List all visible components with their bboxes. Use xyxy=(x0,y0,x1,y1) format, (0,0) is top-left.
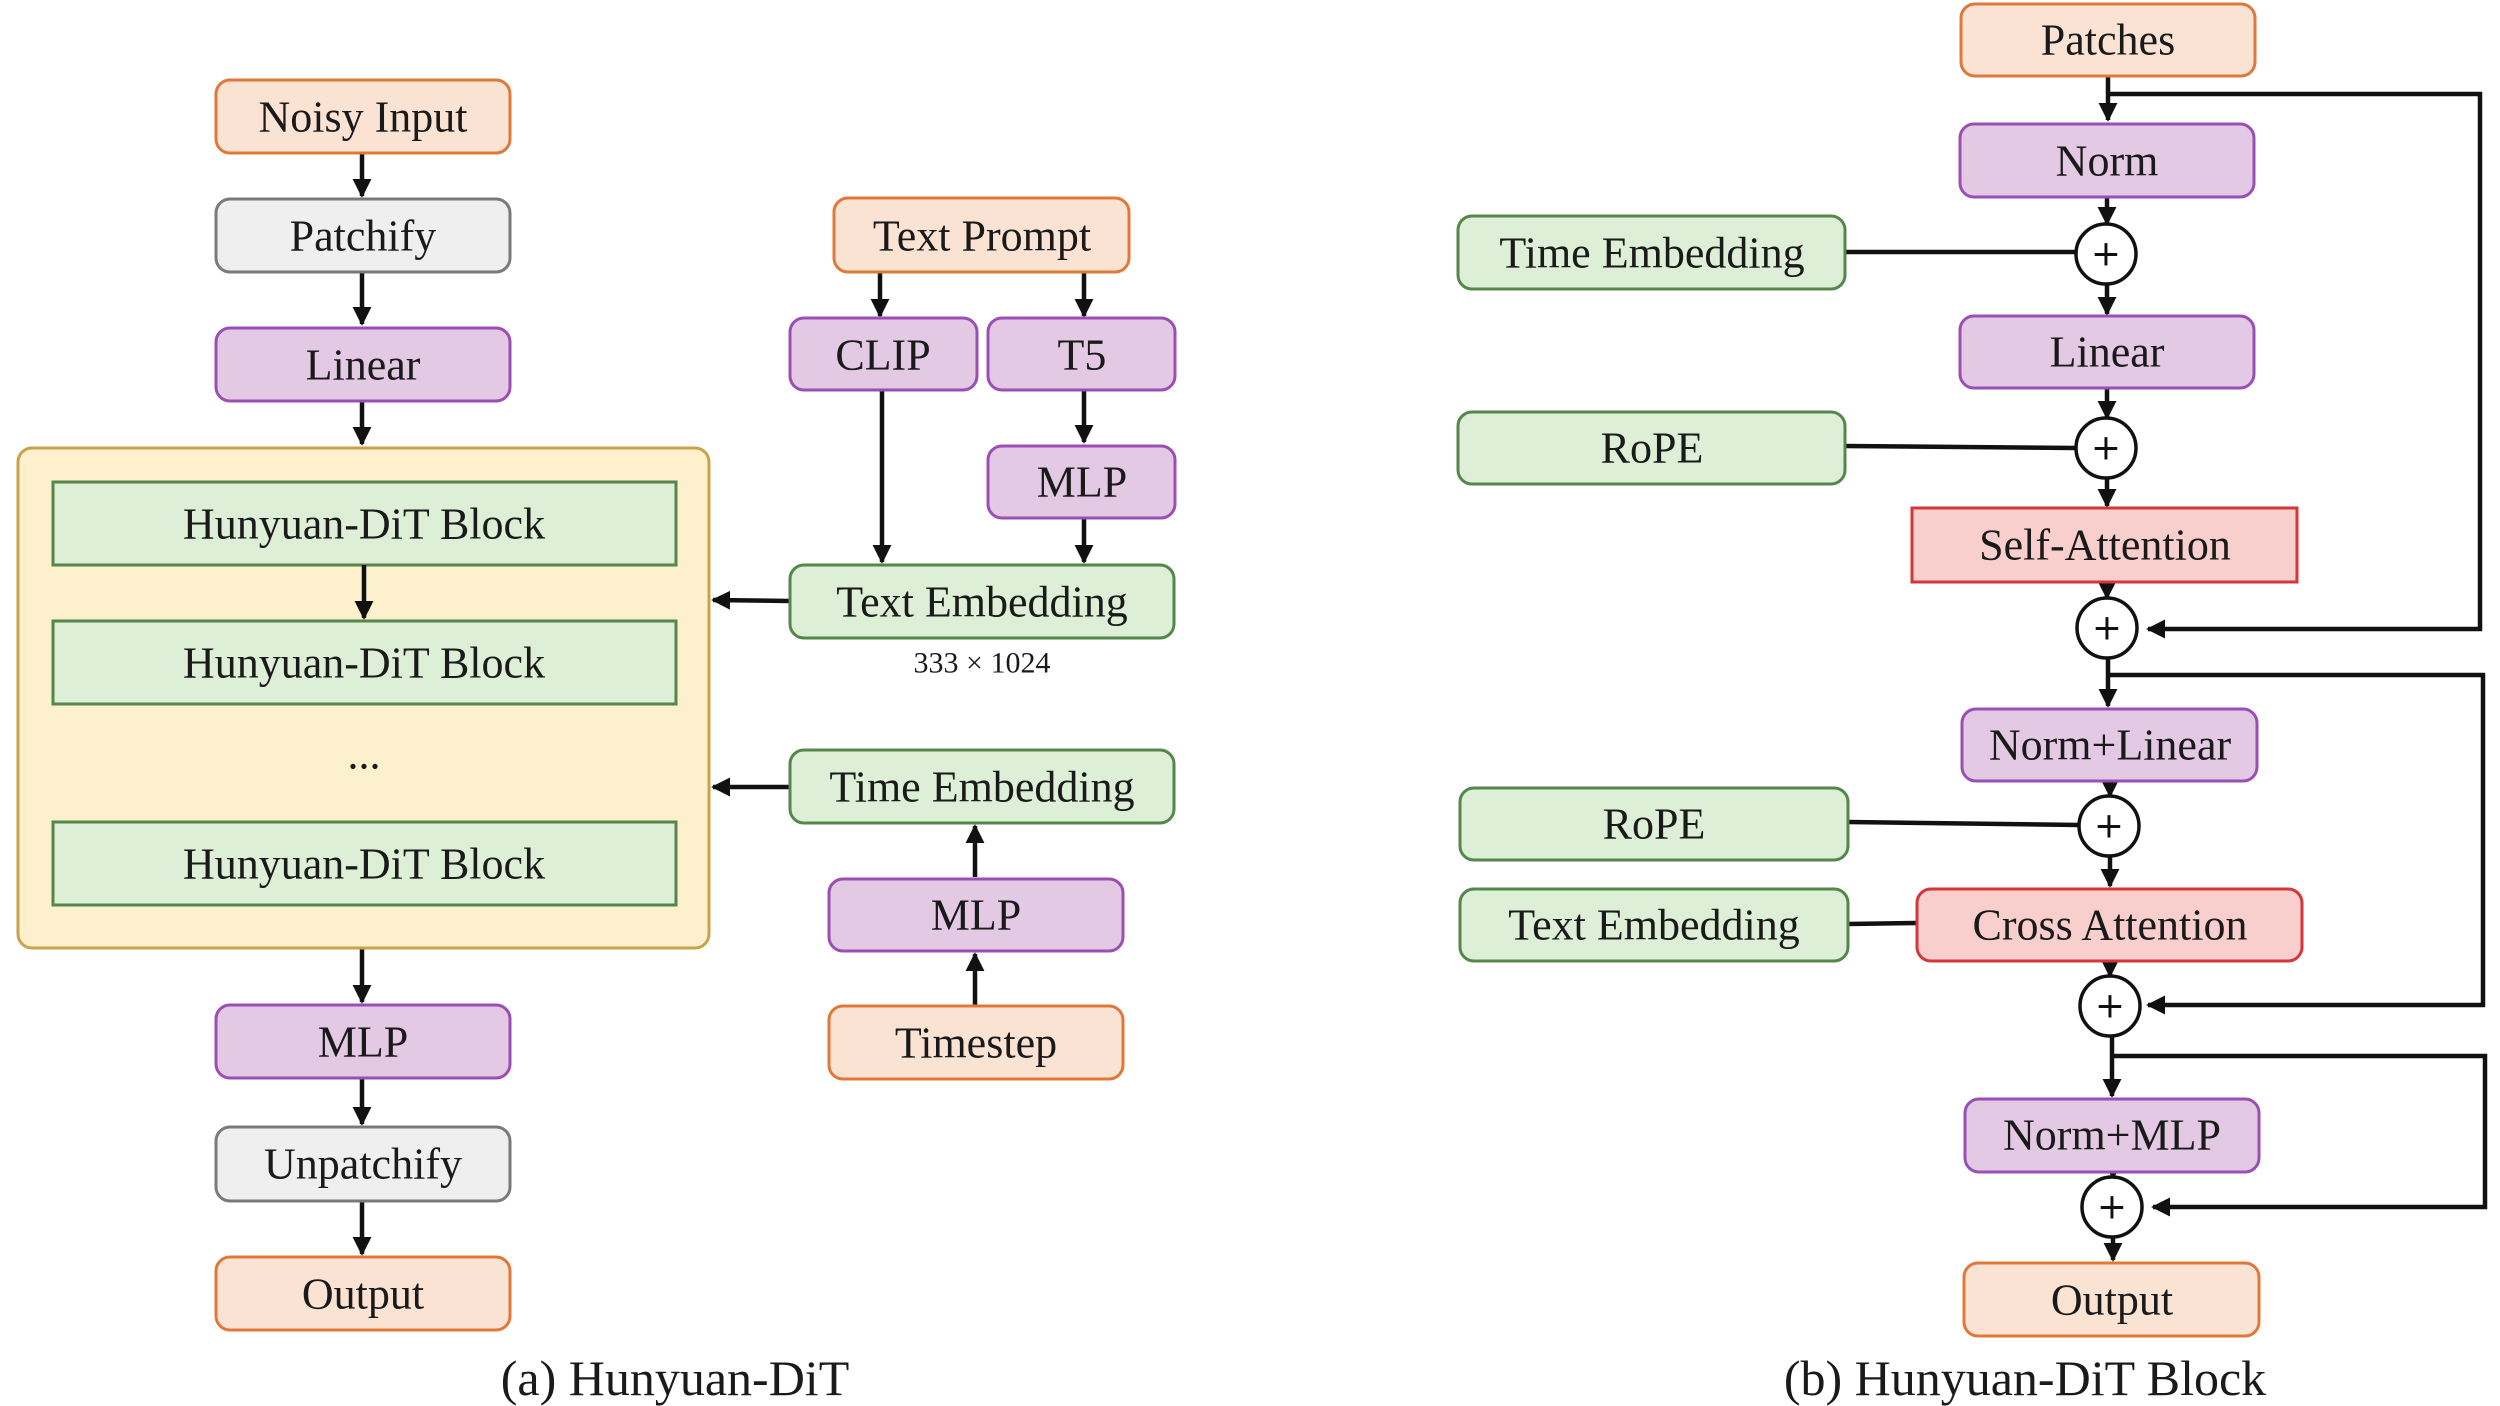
plus-circle-1 xyxy=(2074,222,2138,286)
mlp-box xyxy=(214,1003,512,1080)
panel-b: Patches Norm Time Embedding Linear RoPE … xyxy=(1456,2,2488,1406)
dit-block-1-label: Hunyuan-DiT Block xyxy=(183,500,545,549)
timestep-label: Timestep xyxy=(895,1019,1057,1068)
t5-mlp-label: MLP xyxy=(1037,458,1127,507)
arrow-text-embedding-to-blocks xyxy=(711,590,791,610)
noisy-input-label: Noisy Input xyxy=(259,93,468,142)
unpatchify-box xyxy=(214,1125,512,1203)
dit-block-2 xyxy=(51,619,678,706)
dit-block-n xyxy=(51,820,678,907)
clip-box xyxy=(788,316,979,392)
skip-connection-2 xyxy=(2108,672,2486,1015)
patches-label: Patches xyxy=(2041,16,2175,65)
clip-label: CLIP xyxy=(835,331,930,380)
norm-box xyxy=(1958,122,2256,199)
output-box-a xyxy=(214,1255,512,1332)
rope-label-1: RoPE xyxy=(1601,424,1704,473)
plus-sign-1: + xyxy=(2091,234,2121,275)
norm-mlp-box xyxy=(1963,1097,2261,1174)
self-attention-box xyxy=(1910,506,2299,584)
time-mlp-label: MLP xyxy=(931,891,1021,940)
text-embedding-box-b xyxy=(1458,887,1850,963)
ellipsis: ... xyxy=(348,730,381,779)
linear-label-b: Linear xyxy=(2050,328,2165,377)
norm-mlp-label: Norm+MLP xyxy=(2003,1111,2221,1160)
text-embedding-box-a xyxy=(788,563,1176,640)
plus-sign-4: + xyxy=(2094,806,2124,847)
plus-sign-3: + xyxy=(2092,608,2122,649)
linear-label: Linear xyxy=(306,341,421,390)
text-embedding-label-a: Text Embedding xyxy=(836,578,1127,627)
linear-box-b xyxy=(1958,314,2256,390)
time-embedding-box-a xyxy=(788,748,1176,825)
plus-circle-2 xyxy=(2074,416,2138,480)
linear-box xyxy=(214,326,512,403)
patchify-label: Patchify xyxy=(290,212,437,261)
output-label-b: Output xyxy=(2051,1276,2173,1325)
plus-circle-5 xyxy=(2078,974,2142,1038)
line-rope2-to-plus4 xyxy=(1847,819,2080,828)
dit-block-n-label: Hunyuan-DiT Block xyxy=(183,840,545,889)
output-box-b xyxy=(1962,1261,2261,1338)
caption-b: (b) Hunyuan-DiT Block xyxy=(1784,1350,2266,1406)
output-label-a: Output xyxy=(302,1270,424,1319)
t5-label: T5 xyxy=(1058,331,1107,380)
time-mlp-box xyxy=(827,877,1125,953)
text-embedding-dim: 333 × 1024 xyxy=(914,647,1051,680)
norm-linear-label: Norm+Linear xyxy=(1989,721,2232,770)
skip-connection-3 xyxy=(2112,1053,2488,1217)
plus-circle-3 xyxy=(2075,596,2139,660)
dit-block-2-label: Hunyuan-DiT Block xyxy=(183,639,545,688)
patches-box xyxy=(1959,2,2257,78)
patchify-box xyxy=(214,197,512,274)
timestep-box xyxy=(827,1004,1125,1081)
mlp-label: MLP xyxy=(318,1018,408,1067)
norm-linear-box xyxy=(1960,707,2259,783)
line-text-embedding-to-cross-attention xyxy=(1847,920,1918,927)
rope-box-2 xyxy=(1458,786,1850,862)
noisy-input-box xyxy=(214,78,512,155)
time-embedding-label-a: Time Embedding xyxy=(829,763,1134,812)
plus-circle-6 xyxy=(2080,1175,2144,1239)
text-prompt-box xyxy=(832,196,1131,274)
cross-attention-label: Cross Attention xyxy=(1972,901,2247,950)
norm-label: Norm xyxy=(2056,137,2159,186)
unpatchify-label: Unpatchify xyxy=(264,1140,462,1189)
line-rope1-to-plus2 xyxy=(1844,443,2077,451)
panel-a: Noisy Input Patchify Linear Hunyuan-DiT … xyxy=(16,78,1177,1406)
plus-sign-6: + xyxy=(2097,1187,2127,1228)
plus-sign-5: + xyxy=(2095,986,2125,1027)
dit-block-1 xyxy=(51,480,678,567)
rope-label-2: RoPE xyxy=(1603,800,1706,849)
plus-sign-2: + xyxy=(2091,428,2121,469)
skip-connection-1 xyxy=(2108,91,2483,639)
plus-circle-4 xyxy=(2077,794,2141,858)
caption-a: (a) Hunyuan-DiT xyxy=(501,1350,850,1406)
cross-attention-box xyxy=(1915,887,2304,963)
time-embedding-label-b: Time Embedding xyxy=(1499,229,1804,278)
time-embedding-box-b xyxy=(1456,214,1847,291)
t5-box xyxy=(986,316,1177,392)
rope-box-1 xyxy=(1456,410,1847,486)
text-prompt-label: Text Prompt xyxy=(873,212,1091,261)
text-embedding-label-b: Text Embedding xyxy=(1508,901,1799,950)
self-attention-label: Self-Attention xyxy=(1979,521,2231,570)
t5-mlp-box xyxy=(986,444,1177,520)
